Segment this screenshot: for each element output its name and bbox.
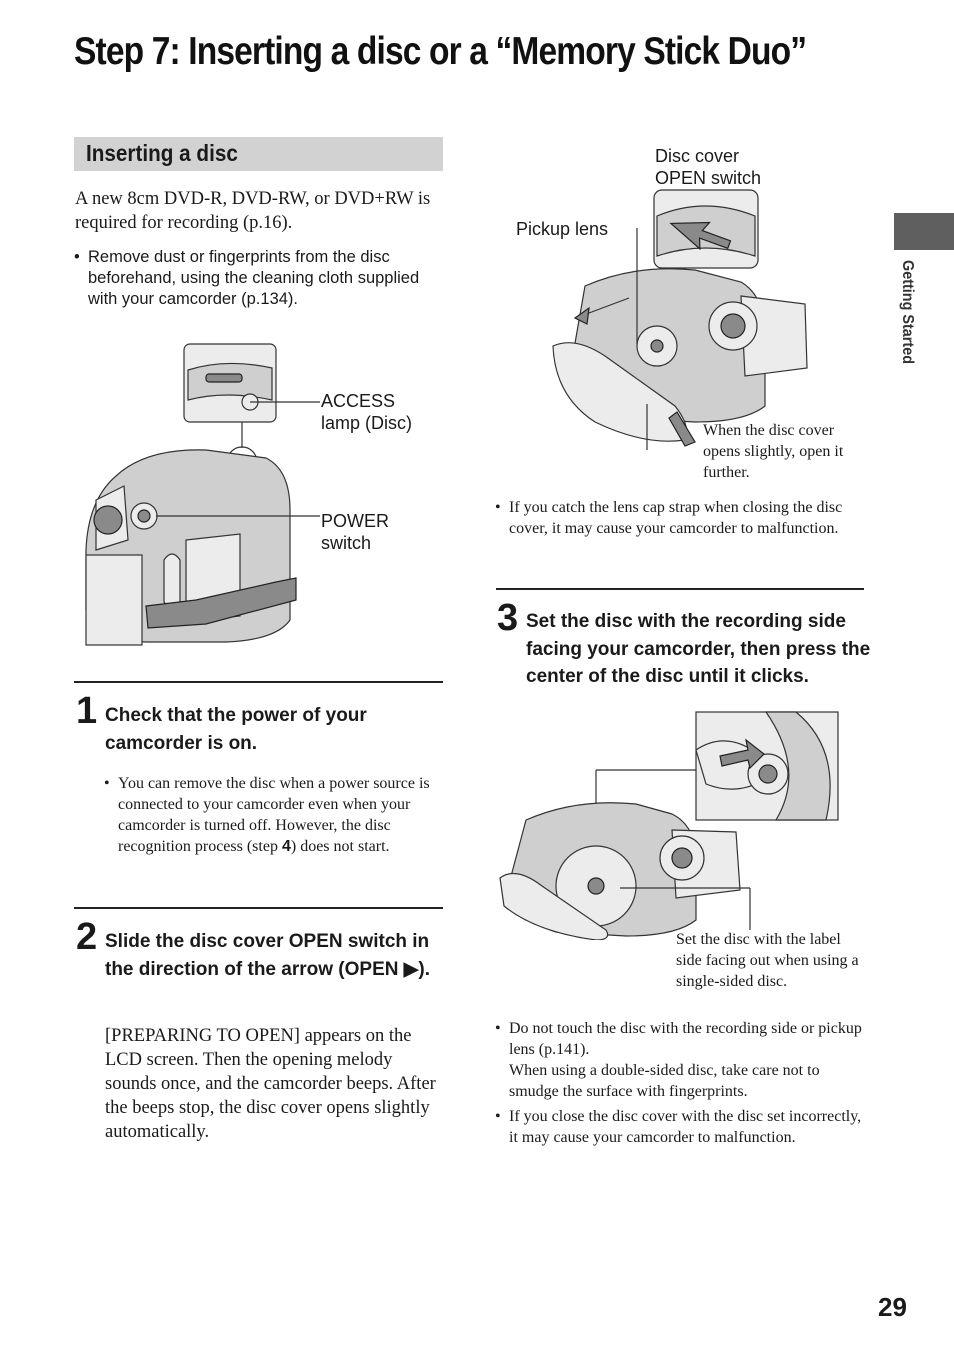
step3-heading: Set the disc with the recording side fac… [526,611,871,687]
step1-rule [74,681,443,683]
step2-heading: Slide the disc cover OPEN switch in the … [105,931,430,980]
set-disc-illustration [499,711,839,940]
access-label-line1: ACCESS [321,391,396,411]
step2-rule [74,907,443,909]
label-side-note: Set the disc with the label side facing … [676,931,859,990]
step1-note-bold: 4 [281,838,291,855]
caution-incorrect-disc: • If you close the disc cover with the d… [495,1106,865,1148]
step1-note: • You can remove the disc when a power s… [104,773,444,857]
chapter-tab-marker [894,213,954,250]
step1-number: 1 [76,690,98,732]
section-heading: Inserting a disc [86,140,238,166]
power-label-line1: POWER [321,511,390,531]
step3-rule [496,588,864,590]
bullet-dot: • [74,248,80,266]
page-number: 29 [878,1292,907,1322]
chapter-tab-label: Getting Started [899,260,916,365]
step1-heading: Check that the power of your camcorder i… [105,705,367,754]
power-switch-callout: POWER switch [321,510,389,554]
disc-cover-illustration [552,189,808,450]
access-label-line2: lamp (Disc) [321,413,413,433]
camcorder-power-illustration [85,343,320,646]
intro-paragraph: A new 8cm DVD-R, DVD-RW, or DVD+RW is re… [75,189,431,233]
step3-number: 3 [497,597,519,639]
disc-cover-callout: Disc cover OPEN switch [655,145,761,189]
caution-touch-disc: • Do not touch the disc with the recordi… [495,1018,865,1102]
intro-bullet: • Remove dust or fingerprints from the d… [74,247,444,310]
page-title: Step 7: Inserting a disc or a “Memory St… [74,30,807,73]
bullet-dot: • [104,775,110,792]
bullet-dot: • [495,1020,501,1037]
disc-cover-label-line2: OPEN switch [655,168,762,188]
disc-cover-note: When the disc cover opens slightly, open… [703,422,844,481]
bullet-dot: • [495,499,501,516]
pickup-lens-label: Pickup lens [516,219,609,239]
step2-body: [PREPARING TO OPEN] appears on the LCD s… [105,1026,436,1142]
access-lamp-callout: ACCESS lamp (Disc) [321,390,412,434]
caution-lens-cap: • If you catch the lens cap strap when c… [495,497,865,539]
step1-note-post: ) does not start. [290,838,390,855]
caution-incorrect-disc-text: If you close the disc cover with the dis… [509,1108,862,1146]
bullet-dot: • [495,1108,501,1125]
step2-number: 2 [76,916,98,958]
step1-note-pre: You can remove the disc when a power sou… [118,775,430,855]
disc-cover-label-line1: Disc cover [655,146,740,166]
power-label-line2: switch [321,533,372,553]
caution-double-sided-text: When using a double-sided disc, take car… [509,1062,820,1100]
section-heading-bar: Inserting a disc [74,137,443,171]
caution-lens-cap-text: If you catch the lens cap strap when clo… [509,499,843,537]
caution-touch-disc-text: Do not touch the disc with the recording… [509,1020,862,1058]
intro-bullet-text: Remove dust or fingerprints from the dis… [88,248,420,308]
